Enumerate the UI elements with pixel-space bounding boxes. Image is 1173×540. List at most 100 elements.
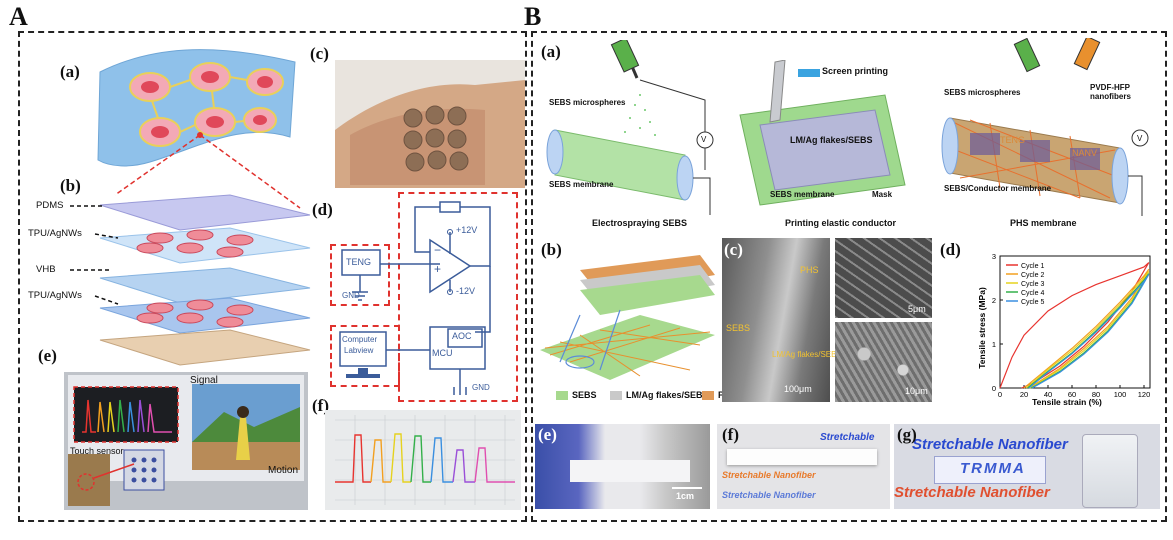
chart-legend-label-2: Cycle 2 xyxy=(1021,272,1044,279)
fab3-teng-label: TENG xyxy=(1000,135,1026,145)
layered-fabric-illustration xyxy=(540,255,715,380)
fab2-screen-printing-label: Screen printing xyxy=(822,66,889,76)
scale-label-e: 1cm xyxy=(676,491,695,501)
layer-label-vhb: VHB xyxy=(36,264,56,275)
signal-plot xyxy=(325,410,521,510)
strip-word-f2: Stretchable Nanofiber xyxy=(722,470,816,480)
fab3-volt-label: V xyxy=(1137,134,1143,143)
chart-plot-frame xyxy=(999,255,1151,389)
circuit-computer-label: Computer xyxy=(342,335,378,344)
demo-photo xyxy=(64,372,308,510)
chart-x-tick-label: 40 xyxy=(1044,390,1052,399)
legend-swatch-sebs xyxy=(556,391,568,400)
chart-x-tick-label: 20 xyxy=(1020,390,1028,399)
circuit-gnd-label: GND xyxy=(342,291,360,300)
panel-b-label-b: (b) xyxy=(541,240,562,259)
panel-a-frame xyxy=(18,31,527,522)
circuit-plus-label: + xyxy=(434,262,442,276)
circuit-minus12-label: -12V xyxy=(456,286,476,296)
fab3-nanv-label: NANV xyxy=(1072,148,1098,158)
layer-label-tpu-agnws-bottom: TPU/AgNWs xyxy=(28,290,82,301)
demo-touch-sensor-label: Touch sensor xyxy=(70,446,124,456)
fab3-caption: PHS membrane xyxy=(1010,218,1077,228)
strip-word-f1: Stretchable xyxy=(820,432,875,443)
panel-a-label-f: (f) xyxy=(312,396,329,415)
phs-membrane-diagram xyxy=(941,38,1149,216)
stretch-strip-e xyxy=(570,460,690,482)
fab2-membrane-label: SEBS membrane xyxy=(770,190,835,199)
chart-x-tick-label: 80 xyxy=(1092,390,1100,399)
strip-word-g1: Stretchable Nanofiber xyxy=(912,436,1068,453)
chart-y-tick-label: 3 xyxy=(992,252,996,261)
exploded-layer-stack xyxy=(99,194,311,366)
strip-word-f3: Stretchable Nanofiber xyxy=(722,490,816,500)
panel-b-label-g: (g) xyxy=(897,425,917,444)
panel-a-label-e: (e) xyxy=(38,346,57,365)
panel-a-label-d: (d) xyxy=(312,200,333,219)
chart-x-tick-label: 0 xyxy=(998,390,1002,399)
vial-text: TRMMA xyxy=(960,460,1026,477)
sem-main-image xyxy=(722,238,830,402)
sem-phs-label: PHS xyxy=(800,265,819,275)
panel-b-label-f: (f) xyxy=(722,425,739,444)
legend-label-sebs: SEBS xyxy=(572,390,597,400)
chart-x-tick-label: 60 xyxy=(1068,390,1076,399)
sem-lmag-label: LM/Ag flakes/SEBS xyxy=(772,350,842,359)
fab1-microspheres-label: SEBS microspheres xyxy=(549,98,626,107)
sem-sebs-label: SEBS xyxy=(726,323,751,333)
sem-scale-5: 5μm xyxy=(908,304,926,314)
circuit-gnd2-label: GND xyxy=(472,383,490,392)
skin-sensor-sheet xyxy=(97,49,296,167)
fab1-membrane-label: SEBS membrane xyxy=(549,180,614,189)
fab2-caption: Printing elastic conductor xyxy=(785,218,897,228)
circuit-plus12-label: +12V xyxy=(456,225,478,235)
circuit-aoc-label: AOC xyxy=(452,331,472,341)
scale-bar-e xyxy=(672,487,702,489)
zoom-lines xyxy=(114,134,301,209)
circuit-minus-label: − xyxy=(434,243,442,257)
nanofiber-photo-g: Stretchable Nanofiber Stretchable Nanofi… xyxy=(894,424,1160,509)
panel-b-label-a: (a) xyxy=(541,42,561,61)
chart-series-line-1 xyxy=(999,262,1150,389)
legend-swatch-phs xyxy=(702,391,714,400)
fab3-pvdf-label: PVDF-HFP nanofibers xyxy=(1090,83,1131,101)
panel-a-label-b: (b) xyxy=(60,176,81,195)
panel-a-letter: A xyxy=(9,2,28,31)
fab3-microspheres-label: SEBS microspheres xyxy=(944,88,1021,97)
panel-b-label-d: (d) xyxy=(940,240,961,259)
panel-b-label-e: (e) xyxy=(538,425,557,444)
layer-label-tpu-agnws-top: TPU/AgNWs xyxy=(28,228,82,239)
demo-motion-label: Motion xyxy=(268,465,299,476)
hand-photo xyxy=(335,60,525,188)
circuit-labview-label: Labview xyxy=(344,346,374,355)
panel-b-frame xyxy=(531,31,1167,522)
fab2-mask-label: Mask xyxy=(872,190,893,199)
panel-b-letter: B xyxy=(524,2,542,31)
chart-series-line-4 xyxy=(1027,273,1150,389)
legend-swatch-lmag xyxy=(610,391,622,400)
screen-printing-arrow xyxy=(798,69,820,77)
chart-y-tick-label: 0 xyxy=(992,384,996,393)
stress-strain-chart: Tensile stress (MPa) Tensile strain (%) … xyxy=(977,252,1151,407)
layer-leader-lines xyxy=(70,205,119,305)
chart-x-tick-label: 120 xyxy=(1138,390,1151,399)
circuit-box-amp xyxy=(398,192,518,402)
fab3-conductor-membrane-label: SEBS/Conductor membrane xyxy=(944,184,1052,193)
stretch-photo-f: Stretchable Stretchable Nanofiber Stretc… xyxy=(717,424,890,509)
chart-x-axis-label: Tensile strain (%) xyxy=(1032,397,1102,407)
electrospraying-diagram xyxy=(546,40,714,215)
chart-series-line-5 xyxy=(1028,274,1150,389)
chart-y-tick-label: 2 xyxy=(992,296,996,305)
screen-printing-diagram xyxy=(739,60,906,206)
demo-signal-label: Signal xyxy=(190,375,218,386)
chart-legend-label-1: Cycle 1 xyxy=(1021,263,1044,270)
fab1-caption: Electrospraying SEBS xyxy=(592,218,688,228)
sem-flake-image xyxy=(835,322,932,402)
fab1-volt-label: V xyxy=(701,135,707,144)
chart-series-line-2 xyxy=(1023,268,1150,389)
panel-a-label-a: (a) xyxy=(60,62,80,81)
chart-series-line-3 xyxy=(1026,271,1150,389)
chart-x-tick-label: 100 xyxy=(1114,390,1127,399)
strip-word-g2: Stretchable Nanofiber xyxy=(894,484,1050,501)
sem-scale-10: 10μm xyxy=(905,386,928,396)
